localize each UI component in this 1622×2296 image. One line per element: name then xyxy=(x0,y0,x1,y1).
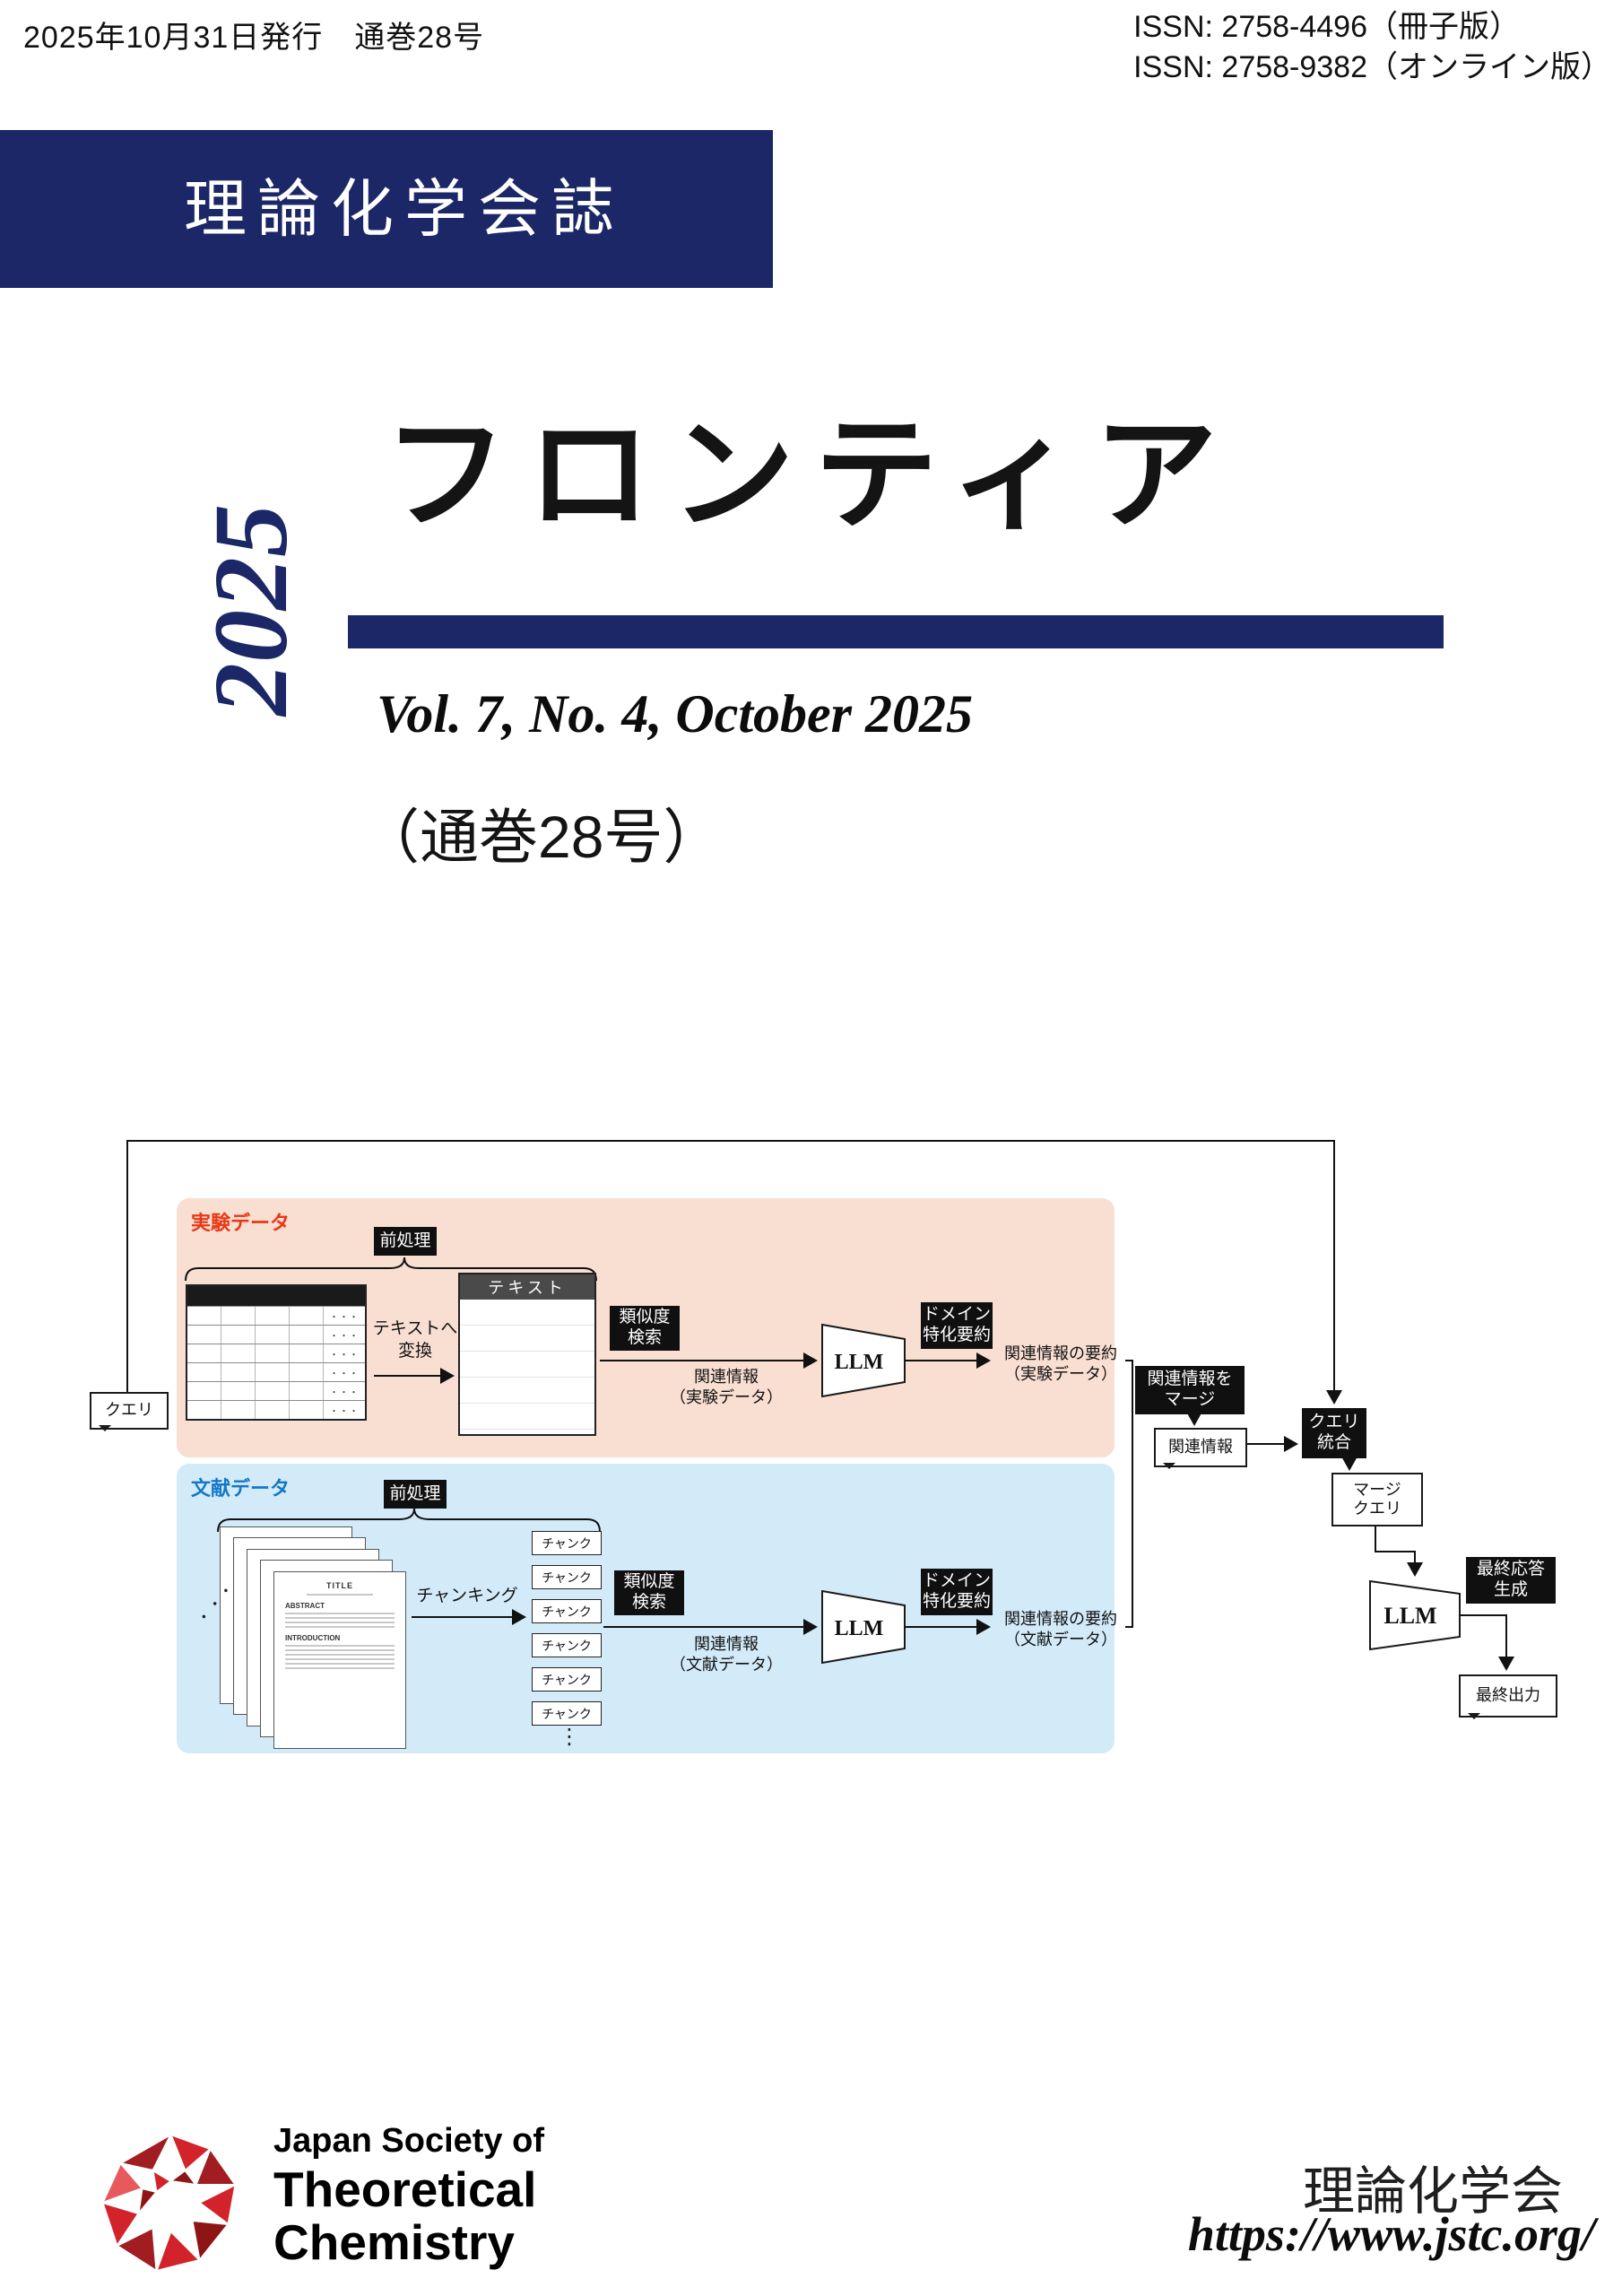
related-info-label-experimental: 関連情報 （実験データ） xyxy=(670,1368,783,1407)
text-box-body xyxy=(460,1300,594,1434)
query-box: クエリ xyxy=(90,1392,169,1431)
table-row: ・・・ xyxy=(187,1344,365,1362)
society-name-jp: 理論化学会 xyxy=(1302,2162,1563,2221)
document-page-front: TITLE ABSTRACT INTRODUCTION xyxy=(273,1571,406,1749)
final-response-generation-box: 最終応答 生成 xyxy=(1466,1557,1556,1604)
title-divider-bar xyxy=(348,615,1444,648)
similarity-search-box-literature: 類似度 検索 xyxy=(614,1570,684,1615)
merged-query-box: マージ クエリ xyxy=(1331,1473,1423,1526)
society-url: https://www.jstc.org/ xyxy=(1187,2207,1595,2261)
table-dots: ・・・ xyxy=(329,1312,360,1323)
text-box: テキスト xyxy=(458,1273,596,1436)
journal-name: 理論化学会誌 xyxy=(184,174,625,244)
literature-section-label: 文献データ xyxy=(191,1477,291,1500)
preprocess-box-experimental: 前処理 xyxy=(374,1227,437,1256)
society-name-en-line1: Theoretical xyxy=(273,2161,537,2217)
query-merge-box: クエリ 統合 xyxy=(1302,1408,1366,1458)
table-dots: ・・・ xyxy=(329,1387,360,1398)
table-dots: ・・・ xyxy=(329,1331,360,1342)
year-vertical: 2025 xyxy=(192,504,309,716)
chunk-box: チャンク xyxy=(532,1599,602,1623)
domain-summary-box-experimental: ドメイン 特化要約 xyxy=(921,1302,993,1349)
related-summary-label-experimental: 関連情報の要約 （実験データ） xyxy=(1004,1344,1117,1384)
society-name-en-small: Japan Society of xyxy=(273,2122,544,2160)
table-header-row xyxy=(187,1286,365,1306)
document-introduction-heading: INTRODUCTION xyxy=(285,1634,341,1642)
journal-name-banner: 理論化学会誌 xyxy=(0,130,773,288)
issue-number-line: （通巻28号） xyxy=(360,804,723,870)
experimental-data-table: ・・・ ・・・ ・・・ ・・・ ・・・ ・・・ xyxy=(186,1284,367,1421)
arrow-mergedquery-to-llm xyxy=(1375,1523,1423,1577)
society-name-en: Japan Society of Theoretical Chemistry xyxy=(273,2122,544,2270)
table-row: ・・・ xyxy=(187,1400,365,1419)
chunk-box: チャンク xyxy=(532,1565,602,1589)
brace-literature xyxy=(217,1508,601,1533)
convert-to-text-label: テキストへ 変換 xyxy=(372,1319,458,1361)
document-title-placeholder: TITLE xyxy=(326,1581,353,1590)
table-row: ・・・ xyxy=(187,1325,365,1344)
chunk-box: チャンク xyxy=(532,1701,602,1726)
related-summary-label-literature: 関連情報の要約 （文献データ） xyxy=(1004,1610,1117,1649)
issn-block: ISSN: 2758-4496（冊子版） ISSN: 2758-9382（オンラ… xyxy=(1133,7,1611,88)
rag-pipeline-diagram: 実験データ 文献データ クエリ 前処理 ・・・ ・・・ ・・・ ・・・ ・・・ … xyxy=(85,1132,1578,1764)
chunk-box: チャンク xyxy=(532,1667,602,1692)
llm-trapezoid-literature: LLM xyxy=(821,1590,906,1664)
volume-line: Vol. 7, No. 4, October 2025 xyxy=(377,684,973,744)
table-row: ・・・ xyxy=(187,1306,365,1325)
related-info-label-literature: 関連情報 （文献データ） xyxy=(670,1635,783,1674)
merge-related-info-box: 関連情報を マージ xyxy=(1135,1366,1245,1414)
chunk-ellipsis: ⋮ xyxy=(559,1725,580,1749)
llm-label-final: LLM xyxy=(1383,1603,1436,1629)
related-info-box: 関連情報 xyxy=(1154,1428,1247,1469)
experimental-section-label: 実験データ xyxy=(191,1212,291,1234)
query-top-connector xyxy=(126,1140,1342,1405)
llm-trapezoid-experimental: LLM xyxy=(821,1324,906,1397)
text-box-header: テキスト xyxy=(460,1274,594,1300)
llm-label-experimental: LLM xyxy=(835,1351,884,1374)
society-name-en-line2: Chemistry xyxy=(273,2214,515,2271)
final-output-box: 最終出力 xyxy=(1459,1674,1557,1719)
chunk-box: チャンク xyxy=(532,1531,602,1555)
issue-date-line: 2025年10月31日発行 通巻28号 xyxy=(23,21,485,55)
journal-title: フロンティア xyxy=(384,406,1237,544)
table-row: ・・・ xyxy=(187,1362,365,1381)
table-row: ・・・ xyxy=(187,1381,365,1400)
llm-trapezoid-final: LLM xyxy=(1369,1580,1461,1650)
issn-online: ISSN: 2758-9382（オンライン版） xyxy=(1133,49,1611,84)
similarity-search-box-experimental: 類似度 検索 xyxy=(610,1306,680,1351)
brace-experimental xyxy=(185,1257,597,1282)
domain-summary-box-literature: ドメイン 特化要約 xyxy=(921,1569,993,1615)
chunking-label: チャンキング xyxy=(416,1587,518,1605)
merge-collector-line xyxy=(1125,1360,1133,1628)
issn-print: ISSN: 2758-4496（冊子版） xyxy=(1133,10,1520,44)
chunk-box: チャンク xyxy=(532,1633,602,1657)
table-dots: ・・・ xyxy=(329,1350,360,1361)
preprocess-box-literature: 前処理 xyxy=(384,1480,447,1509)
arrow-llm-to-output xyxy=(1461,1614,1514,1671)
table-dots: ・・・ xyxy=(329,1369,360,1379)
document-abstract-heading: ABSTRACT xyxy=(285,1602,325,1610)
society-logo-icon xyxy=(100,2132,238,2273)
document-stack: TITLE ABSTRACT INTRODUCTION xyxy=(220,1526,412,1751)
llm-label-literature: LLM xyxy=(835,1617,884,1640)
table-dots: ・・・ xyxy=(329,1406,360,1417)
diagram-connectors xyxy=(126,1140,1514,1671)
